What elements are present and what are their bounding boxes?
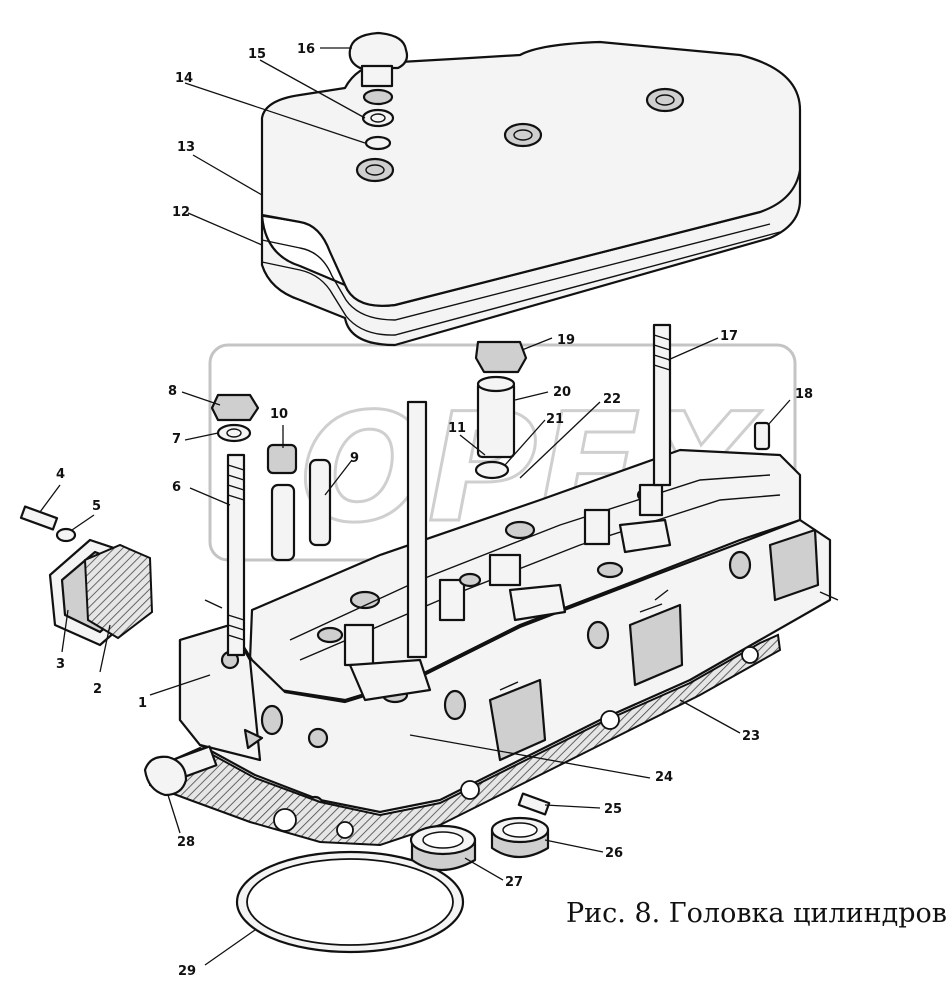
callout-11: 11 — [448, 421, 466, 436]
head-gasket — [149, 633, 782, 847]
callout-labels: 1 2 3 4 5 6 7 8 9 10 11 12 13 14 15 16 1… — [56, 42, 813, 979]
callout-23: 23 — [742, 729, 760, 744]
washer-upper — [361, 108, 395, 128]
filler-cap — [348, 31, 409, 106]
callout-15: 15 — [248, 47, 266, 62]
leader-lines — [39, 47, 791, 966]
valve-guides — [270, 458, 332, 562]
callout-13: 13 — [177, 140, 195, 155]
callout-2: 2 — [93, 682, 102, 697]
valve-cover — [260, 40, 802, 347]
callout-7: 7 — [172, 432, 181, 447]
callout-24: 24 — [655, 770, 673, 785]
pushrod-center — [406, 400, 428, 659]
callout-19: 19 — [557, 333, 575, 348]
washer-lower — [364, 135, 392, 151]
callout-16: 16 — [297, 42, 315, 57]
callout-14: 14 — [175, 71, 193, 86]
nut-stud — [210, 393, 260, 422]
side-gasket — [83, 543, 154, 640]
head-bolt-plug — [143, 745, 218, 797]
callout-20: 20 — [553, 385, 571, 400]
nut-castle — [474, 340, 528, 374]
callout-26: 26 — [605, 846, 623, 861]
callout-3: 3 — [56, 657, 65, 672]
callout-25: 25 — [604, 802, 622, 817]
callout-10: 10 — [270, 407, 288, 422]
washer-stud — [216, 423, 252, 443]
bolt-small — [517, 792, 551, 816]
callout-12: 12 — [172, 205, 190, 220]
valve-seat-exhaust — [409, 824, 477, 871]
washer-bushing — [474, 460, 510, 480]
bolt-cover — [19, 505, 59, 531]
callout-22: 22 — [603, 392, 621, 407]
valve-seat-intake — [490, 816, 550, 859]
rocker-gear — [289, 474, 781, 702]
washer-cover — [55, 527, 77, 543]
callout-8: 8 — [168, 384, 177, 399]
callout-6: 6 — [172, 480, 181, 495]
callout-4: 4 — [56, 467, 65, 482]
valve-seal — [266, 443, 298, 475]
callout-28: 28 — [177, 835, 195, 850]
callout-9: 9 — [350, 451, 359, 466]
callout-21: 21 — [546, 412, 564, 427]
callout-18: 18 — [795, 387, 813, 402]
callout-1: 1 — [138, 696, 147, 711]
breather-fitting — [753, 421, 771, 451]
sealing-ring — [235, 850, 465, 954]
stud-tall — [652, 323, 672, 487]
figure-caption: Рис. 8. Головка цилиндров — [566, 898, 947, 929]
callout-5: 5 — [92, 499, 101, 514]
callout-27: 27 — [505, 875, 523, 890]
callout-29: 29 — [178, 964, 196, 979]
stud-long — [226, 453, 246, 657]
callout-17: 17 — [720, 329, 738, 344]
bushing — [476, 375, 516, 459]
